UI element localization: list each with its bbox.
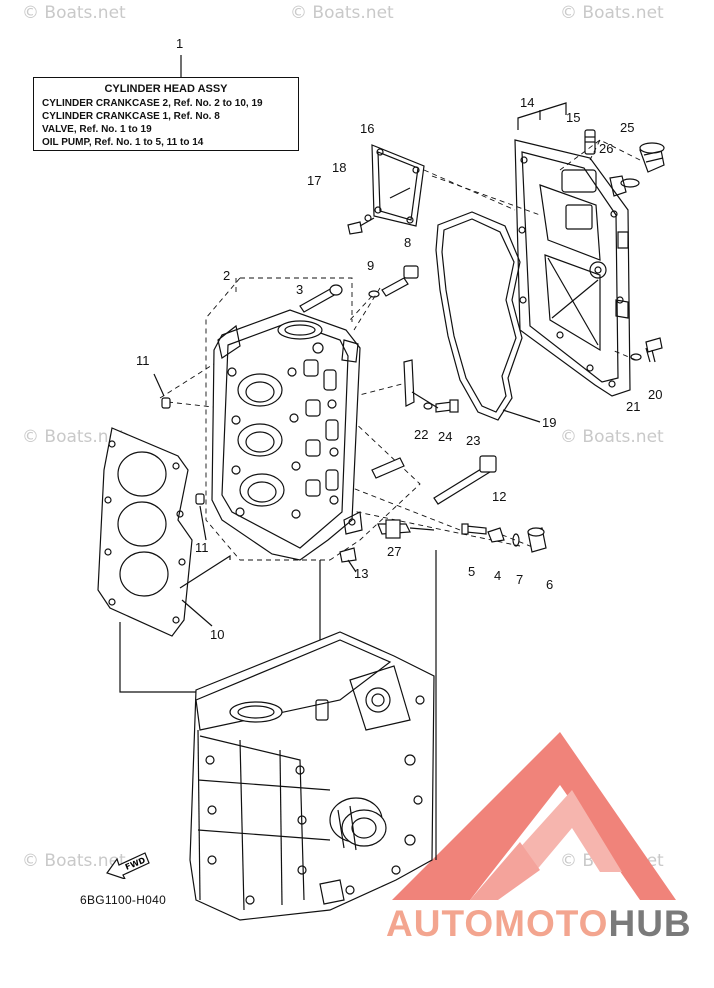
title-box-row: OIL PUMP, Ref. No. 1 to 5, 11 to 14	[42, 137, 204, 148]
callout-16: 16	[360, 121, 375, 136]
head-gasket	[97, 427, 193, 637]
callout-21: 21	[626, 399, 641, 414]
callout-18: 18	[332, 160, 347, 175]
callout-23: 23	[466, 433, 481, 448]
callout-9: 9	[367, 258, 375, 273]
title-box-row: VALVE, Ref. No. 1 to 19	[42, 124, 152, 135]
title-box-row: CYLINDER CRANKCASE 2, Ref. No. 2 to 10, …	[42, 98, 263, 109]
callout-14: 14	[520, 95, 535, 110]
title-box-heading: CYLINDER HEAD ASSY	[104, 83, 228, 95]
title-box-row: CYLINDER CRANKCASE 1, Ref. No. 8	[42, 111, 220, 122]
brand-part-2: HUB	[608, 903, 692, 944]
callout-7: 7	[516, 572, 524, 587]
callout-26: 26	[599, 141, 614, 156]
crankcase	[189, 631, 435, 921]
callout-19: 19	[542, 415, 557, 430]
callout-12: 12	[492, 489, 507, 504]
callout-27: 27	[387, 544, 402, 559]
watermark: © Boats.net	[560, 427, 664, 447]
catalog-code: 6BG1100-H040	[80, 893, 167, 907]
callout-13: 13	[354, 566, 369, 581]
cylinder-head	[211, 309, 363, 561]
callout-20: 20	[648, 387, 663, 402]
cover-plate	[371, 144, 425, 227]
callout-17: 17	[307, 173, 322, 188]
callout-6: 6	[546, 577, 554, 592]
callout-11: 11	[136, 353, 150, 368]
fwd-arrow-icon: FWD	[106, 852, 150, 879]
watermark: © Boats.net	[22, 427, 126, 447]
brand-part-1: AUTOMOTO	[386, 903, 609, 944]
callout-4: 4	[494, 568, 502, 583]
watermark: © Boats.net	[22, 3, 126, 23]
callout-24: 24	[438, 429, 453, 444]
callout-8: 8	[404, 235, 412, 250]
oil-pump-cover	[514, 139, 631, 397]
watermark: © Boats.net	[560, 3, 664, 23]
callout-15: 15	[566, 110, 581, 125]
title-box: CYLINDER HEAD ASSY CYLINDER CRANKCASE 2,…	[33, 77, 299, 151]
callout-2: 2	[223, 268, 231, 283]
callout-10: 10	[210, 627, 225, 642]
automotohub-logo	[392, 732, 676, 900]
callout-11: 11	[195, 540, 209, 555]
callout-1: 1	[176, 36, 184, 51]
oil-filler-plug	[639, 142, 665, 173]
callout-5: 5	[468, 564, 476, 579]
watermark: © Boats.net	[22, 851, 126, 871]
callout-22: 22	[414, 427, 429, 442]
callout-25: 25	[620, 120, 635, 135]
brand-wordmark: AUTOMOTOHUB	[386, 903, 692, 945]
callout-3: 3	[296, 282, 304, 297]
watermark: © Boats.net	[290, 3, 394, 23]
